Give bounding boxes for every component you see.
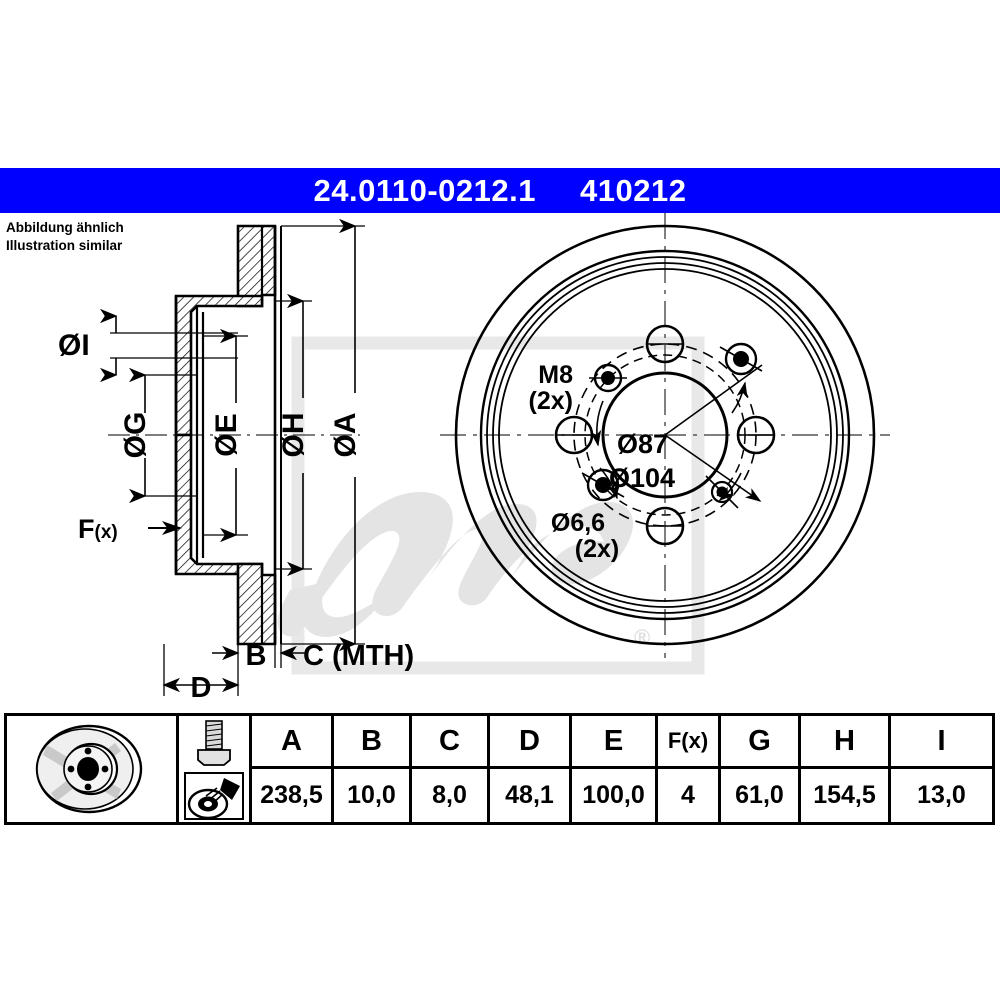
dimension-label-I: ØI [58, 329, 90, 362]
table-header-B: B [334, 716, 409, 769]
table-header-G: G [721, 716, 798, 769]
table-column-D: D 48,1 [490, 716, 572, 822]
table-value-D: 48,1 [505, 781, 554, 809]
table-value-G: 61,0 [735, 781, 784, 809]
section-hat-lower [174, 433, 264, 576]
dimension-label-H: ØH [277, 413, 310, 458]
dimension-E: ØE [203, 328, 248, 543]
table-header-Fx: F(x) [658, 716, 718, 769]
illustration-note-de: Abbildung ähnlich [6, 220, 124, 235]
callout-6-6-line2: (2x) [575, 535, 619, 563]
table-column-B: B 10,0 [334, 716, 412, 822]
table-header-A: A [252, 716, 331, 769]
ate-watermark: ® [277, 336, 705, 675]
small-holes-6-6 [581, 342, 763, 502]
dimension-label-G: ØG [119, 412, 152, 459]
table-value-E: 100,0 [582, 781, 645, 809]
table-header-H: H [801, 716, 888, 769]
disc-friction-outer [479, 249, 851, 621]
table-value-I: 13,0 [917, 781, 966, 809]
part-number-primary: 24.0110-0212.1 [313, 173, 537, 208]
table-header-C: C [412, 716, 487, 769]
callout-M8-line2: (2x) [529, 387, 573, 415]
callout-M8: M8 (2x) [529, 361, 574, 415]
table-column-I: I 13,0 [891, 716, 992, 822]
dimension-label-B: B [246, 640, 267, 672]
table-cell-disc-illustration [7, 716, 179, 822]
callout-bolt-circle: Ø104 [609, 463, 675, 493]
disc-friction-ring-1 [486, 256, 844, 614]
table-value-A: 238,5 [260, 781, 323, 809]
disc-friction-ring-2 [492, 262, 838, 608]
disc-outer-edge [454, 224, 876, 646]
section-outer-rim-top [236, 224, 277, 308]
callout-M8-line1: M8 [538, 361, 573, 389]
dimension-label-D: D [191, 672, 212, 704]
table-column-E: E 100,0 [572, 716, 658, 822]
table-column-G: G 61,0 [721, 716, 801, 822]
callout-center-bore: Ø87 [617, 429, 668, 459]
callout-6-6: Ø6,6 (2x) [551, 509, 619, 563]
dimension-D: D [162, 644, 240, 704]
dimension-C: C (MTH) [279, 640, 414, 672]
disc-friction-inner [498, 268, 832, 602]
coating-spray-icon [184, 771, 244, 820]
dimension-H: ØH [275, 293, 312, 577]
dimension-I: ØI [58, 308, 238, 383]
table-column-H: H 154,5 [801, 716, 891, 822]
disc-face-view: M8 (2x) Ø87 Ø104 Ø6,6 (2x) [440, 213, 890, 658]
technical-drawing: ® ØI [0, 213, 1000, 710]
wheel-bolt-hole-crosshairs [556, 343, 774, 527]
specification-table: A 238,5 B 10,0 C 8,0 D 48,1 E 100,0 F(x)… [4, 713, 995, 825]
table-value-Fx: 4 [681, 781, 695, 809]
table-header-D: D [490, 716, 569, 769]
table-column-Fx: F(x) 4 [658, 716, 721, 822]
dimension-label-C: C (MTH) [303, 640, 414, 672]
callout-6-6-line1: Ø6,6 [551, 509, 605, 537]
dimension-label-A: ØA [329, 413, 362, 458]
dimension-label-E: ØE [210, 413, 243, 456]
illustration-note-en: Illustration similar [6, 237, 123, 253]
part-number-reference: 410212 [580, 173, 687, 208]
section-outer-rim-bottom [236, 562, 277, 646]
dimension-G: ØG [119, 367, 197, 504]
dimension-A: ØA [281, 218, 365, 652]
cross-section-view: ØI ØG ØE ØH [58, 218, 414, 704]
table-header-I: I [891, 716, 992, 769]
table-value-H: 154,5 [813, 781, 876, 809]
table-column-C: C 8,0 [412, 716, 490, 822]
disc-center-bore [601, 371, 729, 499]
table-column-A: A 238,5 [252, 716, 334, 822]
part-number-header: 24.0110-0212.1 410212 [0, 168, 1000, 213]
table-header-E: E [572, 716, 655, 769]
illustration-similar-note: Abbildung ähnlich Illustration similar [6, 219, 124, 255]
hex-bolt-icon [197, 719, 231, 766]
callout-Fx: F(x) [78, 514, 182, 544]
dimension-B: B [212, 640, 276, 672]
brake-disc-icon [35, 724, 142, 814]
table-value-B: 10,0 [347, 781, 396, 809]
watermark-trademark: ® [634, 625, 650, 650]
table-value-C: 8,0 [432, 781, 467, 809]
callout-label-Fx: F(x) [78, 514, 118, 544]
table-cell-bolt-coating [179, 716, 252, 822]
